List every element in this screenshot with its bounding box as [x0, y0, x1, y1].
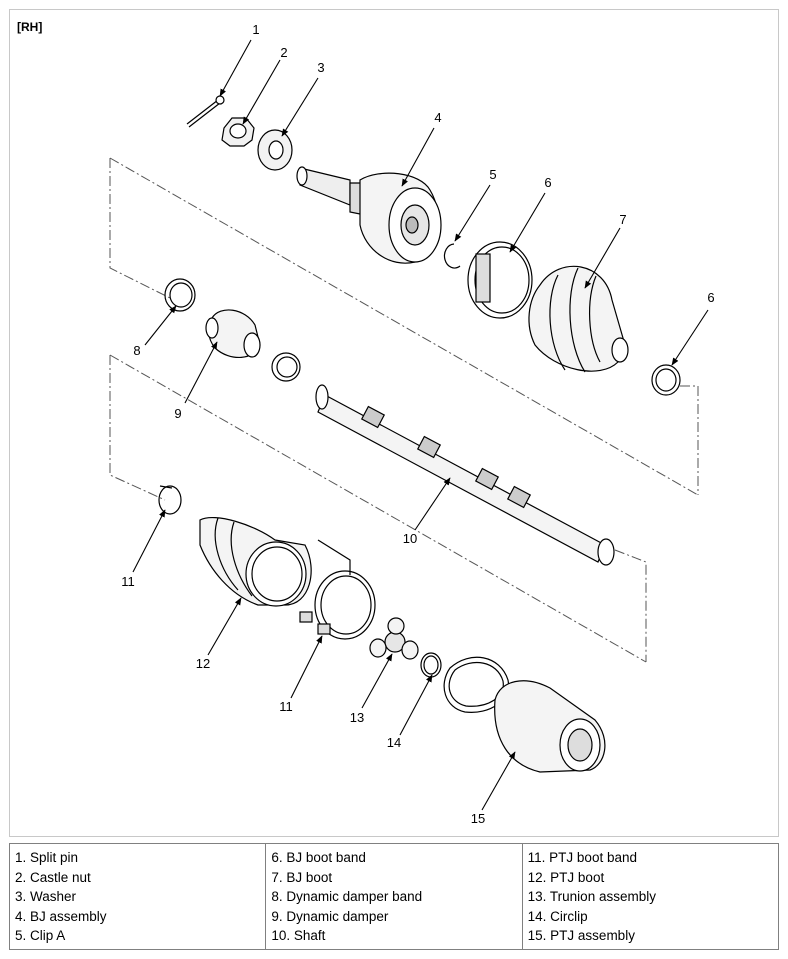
legend-item: 14. Circlip: [527, 908, 588, 924]
side-label: [RH]: [17, 20, 43, 34]
callout-label: 2: [280, 45, 288, 60]
callout-label: 9: [174, 406, 182, 421]
legend-item: 13. Trunion assembly: [527, 889, 656, 905]
castle-nut: [221, 117, 255, 147]
callout-leaders: [132, 39, 709, 811]
exploded-view-drawing: [109, 39, 709, 811]
callout-label: 12: [195, 656, 211, 671]
legend-item: 5. Clip A: [15, 928, 66, 944]
dynamic-damper-band: [164, 278, 196, 312]
bj-boot: [528, 265, 629, 373]
legend-item: 15. PTJ assembly: [527, 928, 635, 944]
legend-item: 4. BJ assembly: [15, 908, 107, 924]
trunion-assembly: [369, 617, 419, 660]
callout-label: 5: [489, 167, 497, 182]
callout-label: 6: [707, 290, 715, 305]
ptj-boot-band-small: [158, 485, 182, 515]
callout-label: 15: [470, 811, 486, 826]
callout-label: 6: [544, 175, 552, 190]
callout-label: 11: [279, 699, 293, 714]
washer: [257, 129, 293, 171]
legend-item: 12. PTJ boot: [527, 869, 605, 885]
assembly-guide-lines: [109, 157, 699, 663]
legend-column: 11. PTJ boot band 12. PTJ boot 13. Truni…: [523, 844, 778, 949]
ptj-boot-band: [299, 539, 376, 640]
callout-label: 7: [619, 212, 627, 227]
bj-boot-band-2: [651, 364, 681, 396]
callout-label: 14: [386, 735, 402, 750]
callout-label: 3: [317, 60, 325, 75]
callout-label: 13: [349, 710, 365, 725]
legend-item: 8. Dynamic damper band: [271, 889, 423, 905]
legend-item: 10. Shaft: [271, 928, 326, 944]
damper-band-small: [271, 352, 301, 382]
callout-label: 10: [402, 531, 418, 546]
shaft: [315, 384, 615, 566]
legend-column: 1. Split pin 2. Castle nut 3. Washer 4. …: [10, 844, 267, 949]
legend-item: 2. Castle nut: [15, 869, 91, 885]
callout-label: 11: [121, 574, 135, 589]
ptj-assembly: [494, 680, 606, 773]
callout-label: 1: [252, 22, 260, 37]
bj-assembly: [296, 166, 442, 264]
legend-item: 1. Split pin: [15, 850, 79, 865]
legend-column: 6. BJ boot band 7. BJ boot 8. Dynamic da…: [266, 844, 523, 949]
parts-legend-table: 1. Split pin 2. Castle nut 3. Washer 4. …: [9, 843, 779, 950]
legend-item: 9. Dynamic damper: [271, 908, 389, 924]
ptj-boot: [199, 516, 312, 607]
dynamic-damper: [205, 309, 261, 358]
legend-item: 6. BJ boot band: [271, 850, 366, 865]
legend-item: 3. Washer: [15, 889, 77, 905]
circlip: [420, 652, 442, 678]
legend-item: 7. BJ boot: [271, 869, 333, 885]
legend-item: 11. PTJ boot band: [527, 850, 637, 865]
split-pin: [186, 95, 225, 128]
diagram-frame: [9, 9, 779, 837]
clip-a: [443, 243, 461, 269]
callout-label: 8: [133, 343, 141, 358]
callout-label: 4: [434, 110, 442, 125]
bj-boot-band: [467, 241, 533, 319]
